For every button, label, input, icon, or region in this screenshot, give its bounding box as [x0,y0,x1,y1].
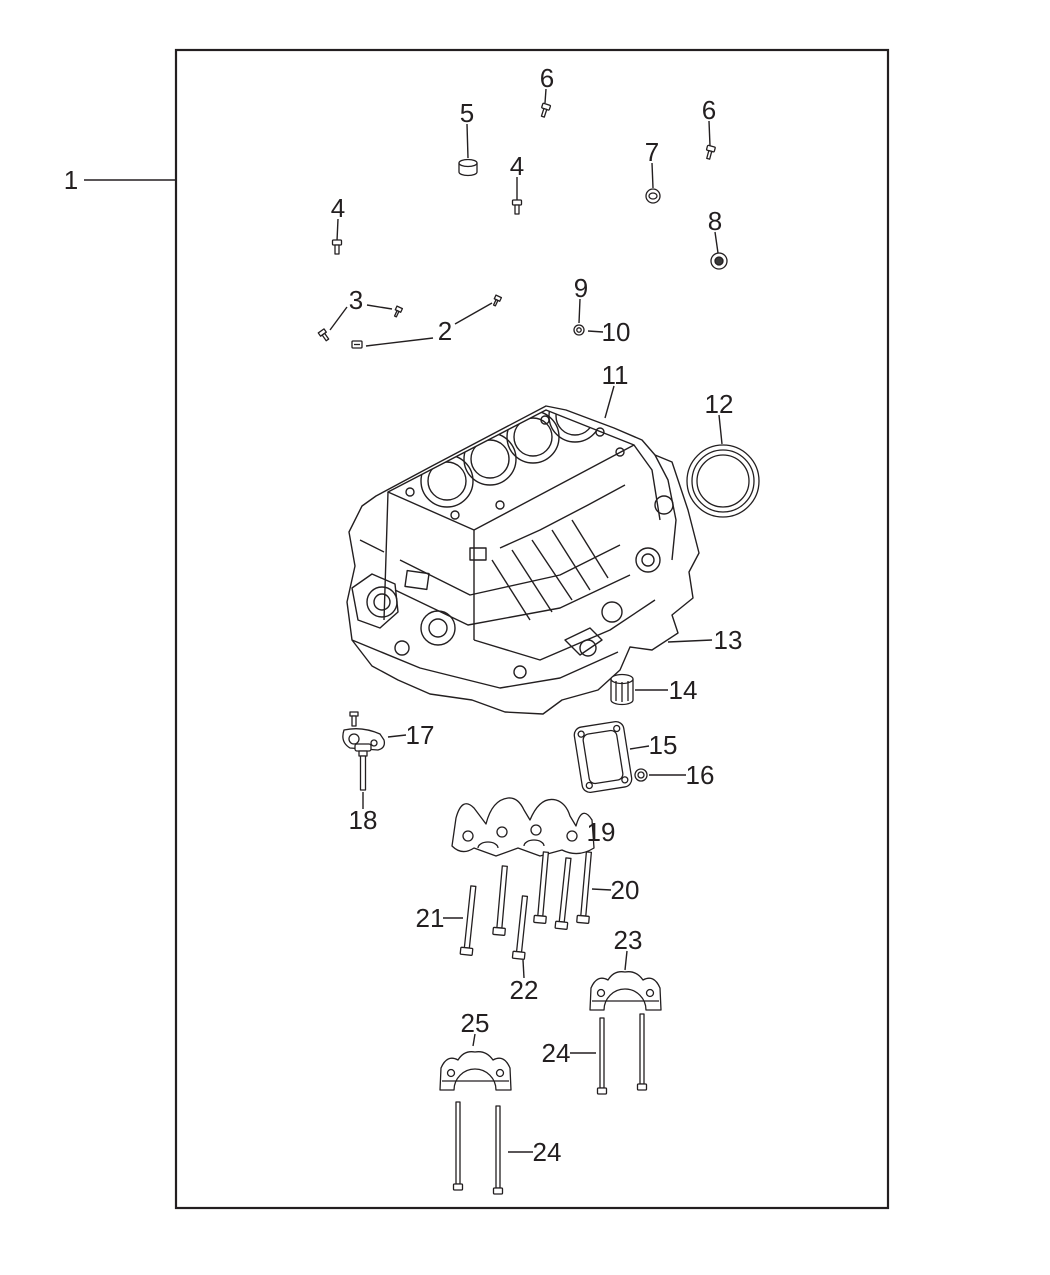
callout-label-9: 9 [573,273,589,303]
plug-7-drawing [645,188,661,204]
callout-label-6a: 6 [539,63,555,93]
callout-label-8: 8 [707,206,723,236]
callout-label-1: 1 [63,165,79,195]
callout-label-16: 16 [685,760,715,790]
callout-label-17: 17 [405,720,435,750]
callout-label-5: 5 [459,98,475,128]
bolt-4a-drawing [331,239,343,255]
callout-label-22: 22 [509,975,539,1005]
hardware-parts [317,102,760,1195]
screw-2c-drawing [492,294,503,307]
nut-16-drawing [634,768,648,782]
callout-label-25: 25 [460,1008,490,1038]
callout-label-20: 20 [610,875,640,905]
callout-label-21: 21 [415,903,445,933]
callout-label-13: 13 [713,625,743,655]
gasket-15-drawing [573,720,633,794]
callout-label-4a: 4 [330,193,346,223]
callout-label-23: 23 [613,925,643,955]
support-bracket-19-drawing [451,797,595,857]
callout-label-18: 18 [348,805,378,835]
bolt-4b-drawing [511,199,523,215]
bolt-6a-drawing [540,102,552,118]
callout-label-19: 19 [586,817,616,847]
callout-label-12: 12 [704,389,734,419]
bolt-18-drawing [354,743,372,791]
diagram-frame [174,48,890,1210]
callout-label-10: 10 [601,317,631,347]
bolt-6b-drawing [705,144,716,160]
callout-label-14: 14 [668,675,698,705]
cap-bolts-24a-drawing [596,1013,648,1095]
screw-2b-drawing [393,305,404,318]
bearing-cap-25-drawing [439,1051,512,1091]
cup-plug-5-drawing [458,158,478,177]
callout-label-7: 7 [644,137,660,167]
dowel-2-drawing [351,340,363,349]
sleeve-14-drawing [610,673,634,706]
screw-3-drawing [317,328,330,342]
plug-8-drawing [710,252,728,270]
callout-label-15: 15 [648,730,678,760]
leader-lines [84,88,723,1153]
nut-9-drawing [573,324,585,336]
callout-label-6b: 6 [701,95,717,125]
cap-bolts-24b-drawing [452,1101,504,1195]
callout-label-2: 2 [437,316,453,346]
callout-label-11: 11 [601,360,629,390]
engine-block-drawing [346,405,700,715]
bearing-cap-23-drawing [589,971,662,1011]
block-bolts-20-22-drawing [459,851,593,960]
callout-label-24a: 24 [541,1038,571,1068]
crankshaft-seal-12-drawing [686,444,760,518]
callout-label-24b: 24 [532,1137,562,1167]
callout-label-4b: 4 [509,151,525,181]
oil-jet-17-drawing [342,711,386,751]
callout-label-3: 3 [348,285,364,315]
